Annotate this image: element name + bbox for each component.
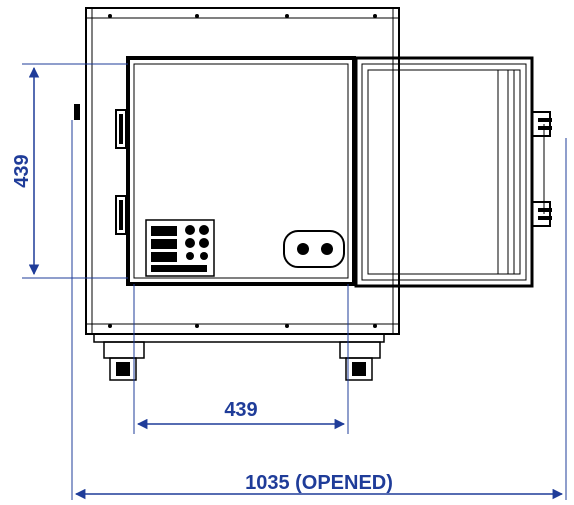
dimension-arrows (28, 66, 564, 500)
side-latches (74, 104, 127, 235)
connector-plate (283, 230, 345, 268)
depth-dimension-label: 439 (224, 399, 257, 421)
door-handle-icon (531, 111, 552, 227)
caster-wheel-icon (93, 333, 385, 381)
width-opened-dimension-label: 1035 (OPENED) (245, 472, 393, 494)
opened-door (354, 56, 534, 288)
height-dimension-label: 439 (11, 154, 33, 187)
extension-lines (22, 63, 567, 500)
cabinet-opening (126, 56, 356, 286)
control-panel-icon (145, 219, 215, 277)
